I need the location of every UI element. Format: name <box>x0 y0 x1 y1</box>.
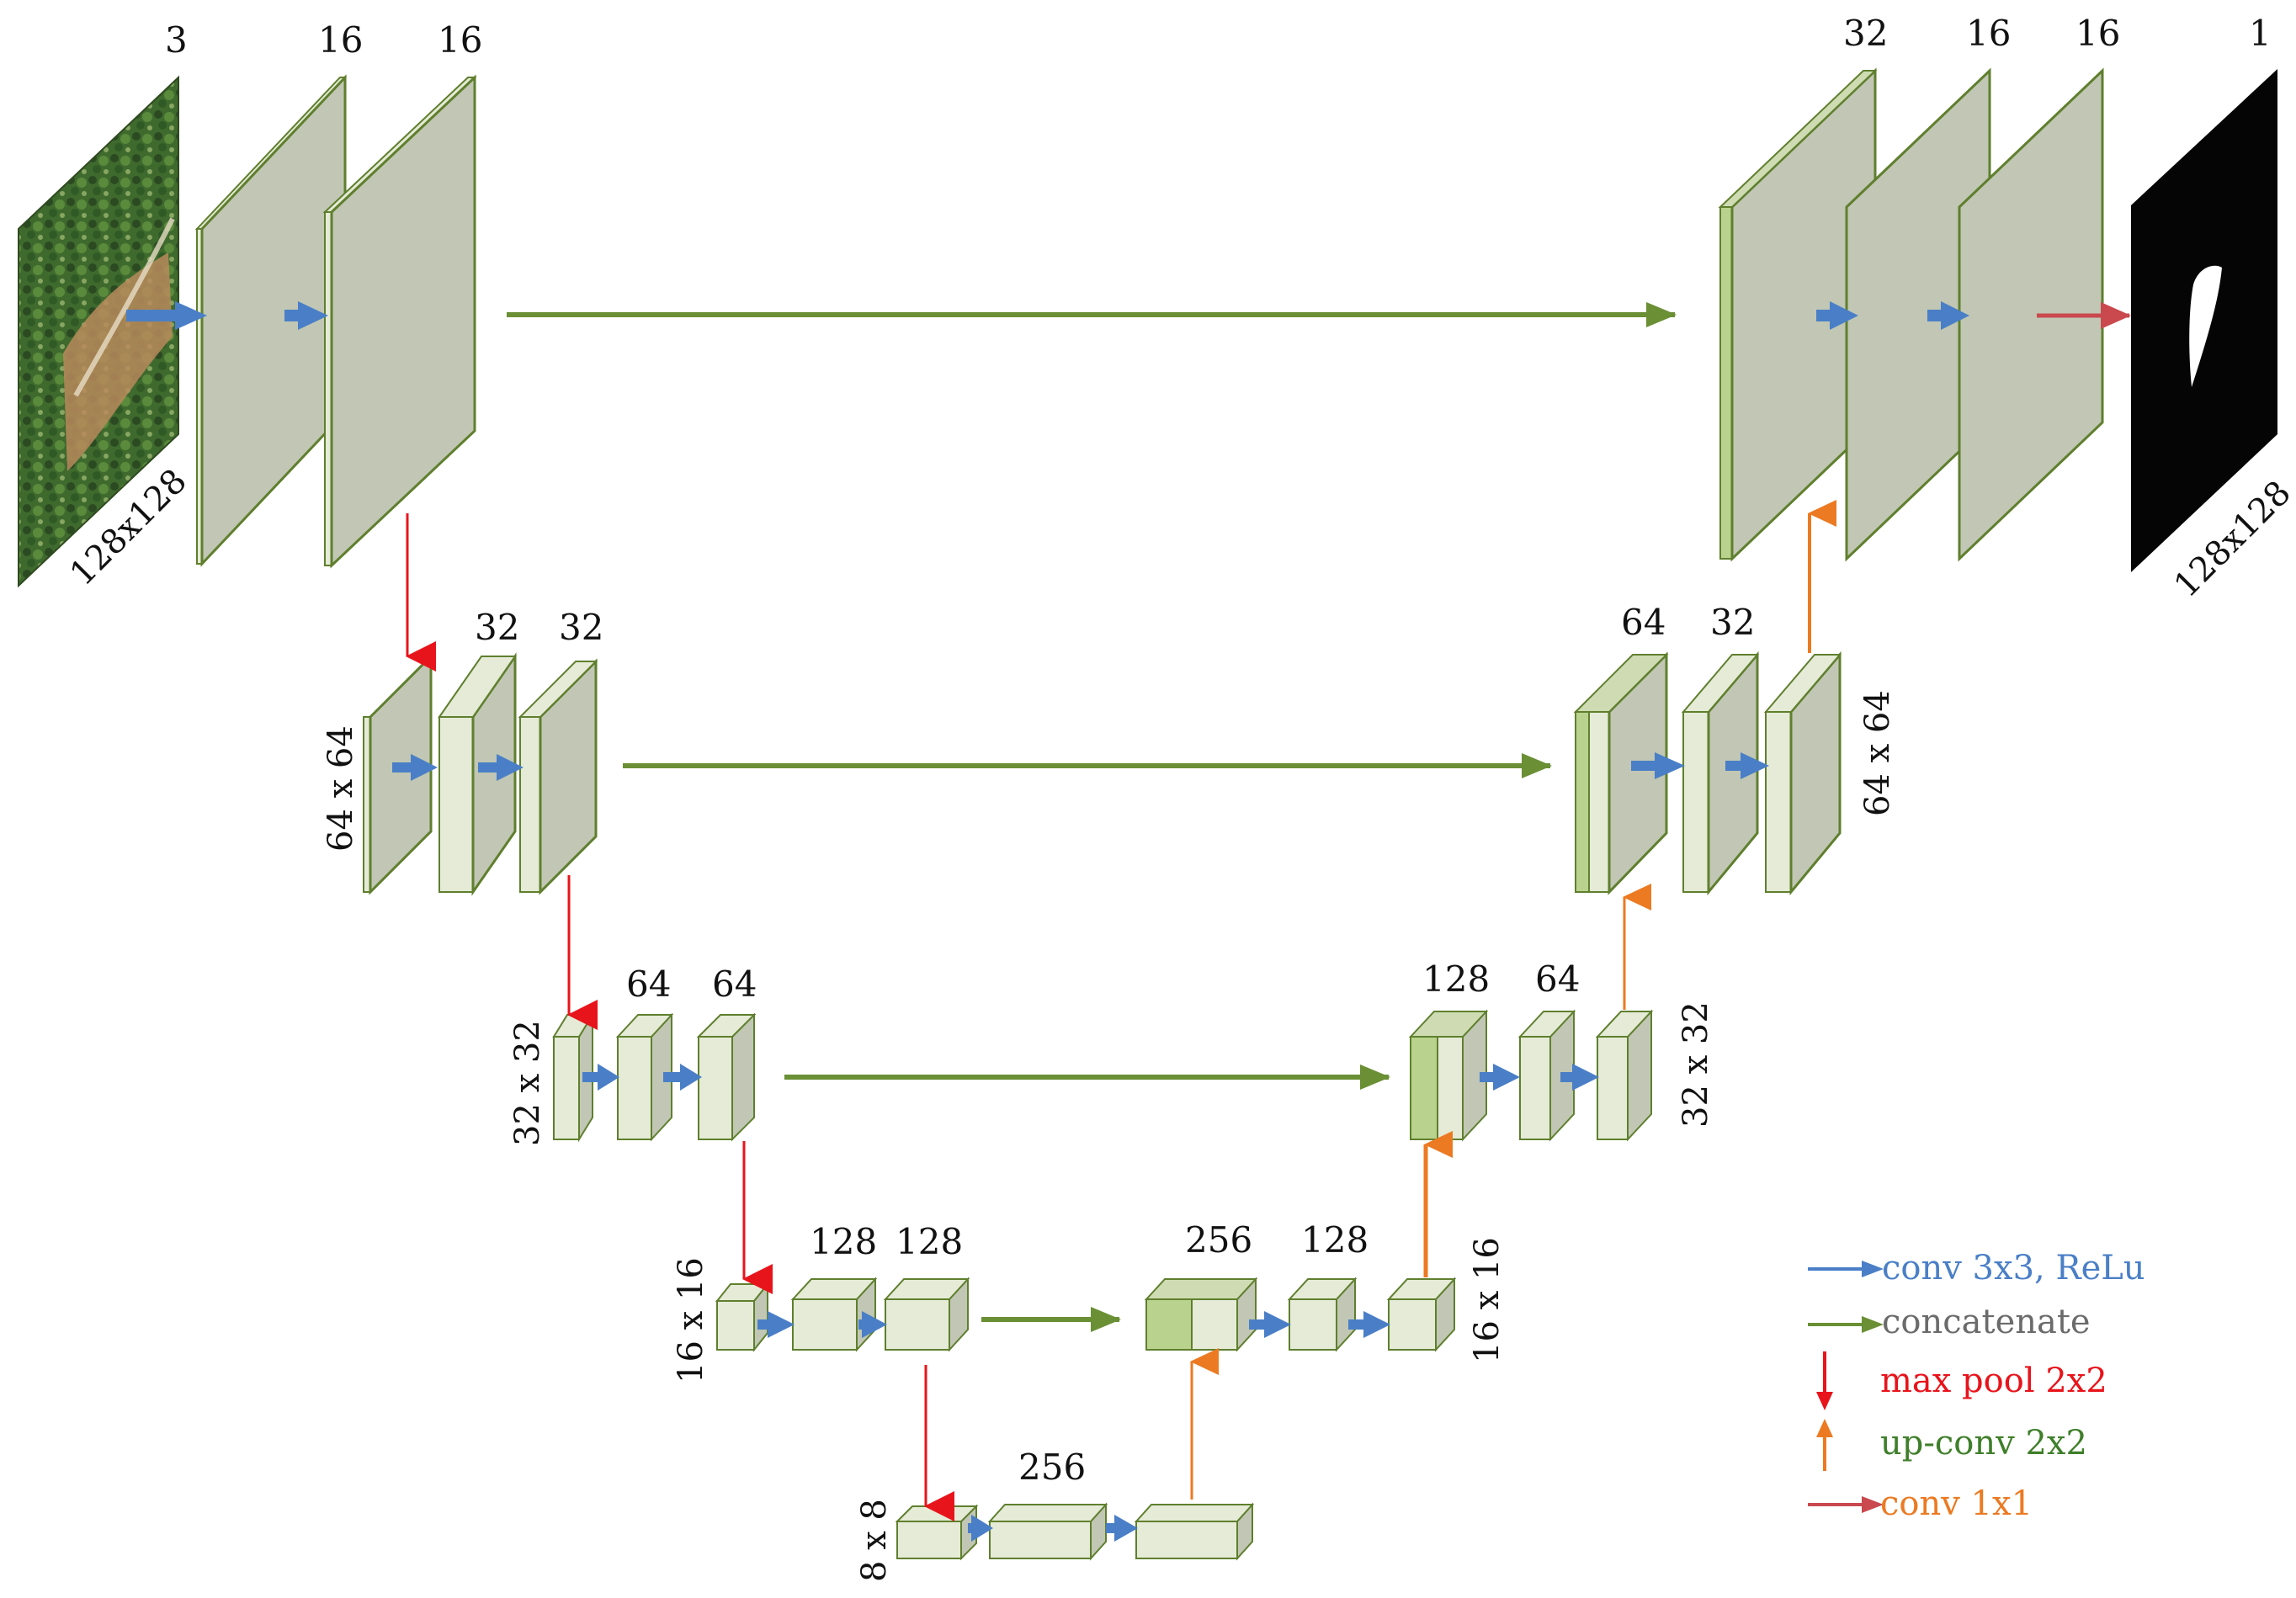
enc1-input-channels: 3 <box>165 19 188 61</box>
dec4-block-c <box>1386 1277 1457 1352</box>
legend-item-conv1x1: conv 1x1 <box>1808 1484 2033 1523</box>
dec3-concat-channels: 128 <box>1422 958 1490 1000</box>
enc4-channels-a: 128 <box>810 1221 877 1262</box>
dec1-block-c <box>1958 67 2104 562</box>
dec1-channels-a: 16 <box>1966 13 2011 54</box>
dec3-concat-block <box>1408 1009 1489 1142</box>
legend-label-upconv: up-conv 2x2 <box>1880 1424 2087 1463</box>
legend-label-conv1x1: conv 1x1 <box>1880 1484 2033 1523</box>
bottleneck-block-b <box>987 1502 1108 1561</box>
dec2-conv-channels: 32 <box>1710 602 1755 643</box>
level1-block-b <box>322 74 477 569</box>
level3-block-c <box>696 1012 757 1142</box>
enc2-channels-b: 32 <box>559 607 603 648</box>
output-channels: 1 <box>2249 13 2272 54</box>
dec2-block-b <box>1681 650 1760 896</box>
bottleneck-block-a <box>895 1504 979 1561</box>
enc2-size-label: 64 x 64 <box>322 725 360 852</box>
level3-block-b <box>615 1012 674 1142</box>
level2-block-b <box>438 652 517 896</box>
level4-block-c <box>883 1277 970 1352</box>
dec3-conv-channels: 64 <box>1535 958 1580 1000</box>
legend-item-upconv: up-conv 2x2 <box>1816 1419 2087 1471</box>
enc1-channels-a: 16 <box>318 19 363 61</box>
enc4-channels-b: 128 <box>896 1221 963 1262</box>
level2-block-a <box>363 653 433 895</box>
legend-item-concat: concatenate <box>1808 1303 2091 1341</box>
dec3-block-c <box>1595 1009 1654 1142</box>
enc2-channels-a: 32 <box>475 607 519 648</box>
bottleneck-size-label: 8 x 8 <box>855 1499 894 1582</box>
legend: conv 3x3, ReLu concatenate max pool 2x2 … <box>1808 1249 2145 1523</box>
dec4-block-b <box>1287 1277 1358 1352</box>
conv-arrows <box>126 301 1969 1542</box>
legend-item-pool: max pool 2x2 <box>1816 1351 2107 1410</box>
bottleneck-block-c <box>1134 1502 1255 1561</box>
level4-block-b <box>790 1277 878 1352</box>
dec4-size-label: 16 x 16 <box>1468 1237 1507 1363</box>
bottleneck-channels: 256 <box>1018 1447 1086 1488</box>
dec2-size-label: 64 x 64 <box>1858 690 1897 816</box>
level2-block-c <box>518 658 598 895</box>
dec2-concat-channels: 64 <box>1621 602 1666 643</box>
level1-block-a <box>194 74 348 567</box>
legend-label-pool: max pool 2x2 <box>1880 1362 2107 1400</box>
enc4-size-label: 16 x 16 <box>672 1257 710 1383</box>
dec3-size-label: 32 x 32 <box>1677 1001 1715 1128</box>
level4-block-a <box>715 1282 770 1352</box>
dec4-concat-channels: 256 <box>1185 1219 1252 1261</box>
dec4-concat-block <box>1144 1277 1258 1352</box>
legend-label-concat: concatenate <box>1882 1303 2091 1341</box>
legend-item-conv: conv 3x3, ReLu <box>1808 1249 2145 1287</box>
enc1-channels-b: 16 <box>438 19 482 61</box>
legend-label-conv: conv 3x3, ReLu <box>1882 1249 2145 1287</box>
enc3-channels-a: 64 <box>626 964 671 1005</box>
enc3-size-label: 32 x 32 <box>508 1020 547 1146</box>
dec2-concat-block <box>1573 651 1669 895</box>
dec4-conv-channels: 128 <box>1301 1219 1369 1261</box>
enc3-channels-b: 64 <box>712 964 757 1005</box>
output-mask <box>2131 69 2277 572</box>
dec1-concat-channels: 32 <box>1843 13 1888 54</box>
dec1-channels-b: 16 <box>2075 13 2120 54</box>
input-image <box>18 75 179 588</box>
dec2-block-c <box>1763 650 1842 896</box>
